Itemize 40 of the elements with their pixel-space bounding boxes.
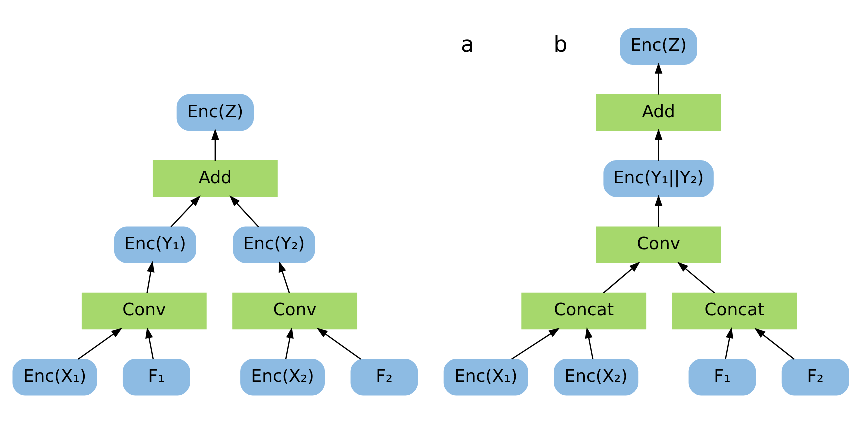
arrow [725, 326, 734, 359]
label: b [554, 32, 568, 58]
node-box: Concat [522, 292, 647, 330]
node-box: F₁ [688, 358, 756, 396]
node-box: Enc(X₂) [240, 358, 326, 396]
node-box: F₂ [350, 358, 418, 396]
arrow [754, 328, 795, 360]
arrow [585, 326, 594, 359]
arrow [316, 327, 362, 360]
arrow [654, 62, 663, 94]
arrow [146, 326, 154, 359]
arrow [654, 128, 663, 160]
node-box: Conv [596, 226, 722, 263]
node-box: Enc(Z) [176, 94, 254, 131]
arrow [603, 261, 640, 294]
node-box: Enc(Y₂) [233, 226, 316, 263]
node-box: Enc(X₁) [12, 358, 98, 396]
node-box: Add [152, 160, 278, 197]
node-box: Conv [232, 292, 358, 330]
node-box: Enc(X₂) [554, 358, 639, 396]
node-box: F₂ [782, 358, 850, 396]
node-box: Enc(X₁) [444, 358, 528, 396]
arrow [78, 327, 123, 360]
arrow [170, 195, 201, 228]
arrow [212, 128, 220, 160]
arrow [677, 261, 716, 294]
node-box: F₁ [122, 358, 190, 396]
arrow [512, 328, 560, 360]
arrow [146, 260, 155, 293]
node-box: Concat [672, 292, 798, 330]
label: a [460, 32, 474, 58]
node-box: Enc(Z) [620, 28, 698, 65]
arrow [654, 194, 663, 227]
node-box: Enc(Y₁) [114, 226, 196, 263]
node-box: Enc(Y₁||Y₂) [604, 160, 714, 197]
arrow [230, 195, 260, 228]
node-box: Conv [82, 292, 207, 330]
arrow [285, 326, 294, 359]
node-box: Add [596, 94, 722, 131]
arrow [278, 260, 290, 293]
